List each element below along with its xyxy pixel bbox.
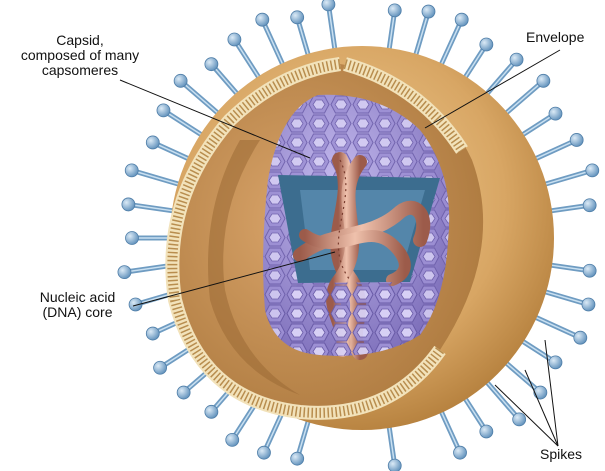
spike-knob [204, 57, 219, 72]
label-capsid-line-1: Capsid, [56, 32, 104, 48]
spike-knob [128, 297, 143, 312]
spike-knob [290, 10, 305, 25]
dna-strand-4 [299, 229, 411, 286]
spike-knob [257, 445, 271, 460]
spike-knob [585, 163, 600, 178]
dna-helix-lines [337, 159, 351, 281]
spike-knob [204, 404, 219, 419]
label-spikes: Spikes [540, 446, 583, 462]
label-capsid-line-2: composed of many [20, 47, 140, 63]
label-capsid-line-3: capsomeres [41, 62, 119, 78]
spike-knob [156, 103, 171, 118]
spike-knob [290, 451, 305, 466]
spike-highlight [529, 139, 577, 163]
label-nucleic-line-2: (DNA) core [42, 304, 113, 320]
leader-lines [119, 49, 561, 447]
leader-nucleic [132, 251, 336, 307]
spike-knob [582, 263, 597, 278]
spike-highlight [128, 203, 180, 213]
label-nucleic-acid: Nucleic acid (DNA) core [20, 290, 135, 320]
spike-knob [124, 163, 139, 178]
leader-envelope [424, 49, 561, 129]
spike-knob [582, 198, 597, 213]
spike-knob [533, 385, 548, 400]
leader-spikes-3 [544, 339, 559, 447]
spike-knob [387, 458, 402, 471]
spike-knob [581, 297, 596, 312]
label-envelope: Envelope [526, 29, 585, 45]
capsid-lower-face [278, 282, 424, 356]
spike-knob [548, 106, 563, 121]
spike-knob [569, 133, 584, 147]
spike-knob [387, 3, 402, 18]
spike-highlight [233, 39, 264, 84]
spike-highlight [529, 313, 581, 339]
leader-spikes-1 [494, 384, 559, 447]
spike-highlight [131, 169, 186, 187]
spike-knob [509, 52, 524, 67]
spike-knob [512, 412, 527, 427]
spike-highlight [180, 80, 224, 119]
spike-knob [536, 73, 551, 88]
spike-highlight [538, 169, 593, 187]
spike-knob [227, 32, 242, 47]
spike-highlight [500, 357, 541, 394]
spikes-group [117, 0, 600, 471]
spike-highlight [327, 4, 337, 56]
spike-knob [176, 385, 191, 400]
label-capsid: Capsid, composed of many capsomeres [10, 33, 150, 78]
interior-shadow [208, 140, 300, 395]
leader-spikes-2 [524, 369, 559, 447]
membrane-rim-right [343, 57, 468, 154]
spike-knob [145, 326, 160, 341]
spike-highlight [481, 376, 520, 420]
spike-knob [145, 135, 160, 150]
spike-highlight [163, 109, 208, 140]
spike-highlight [413, 11, 430, 62]
spike-knob [454, 12, 469, 27]
spike-highlight [437, 405, 461, 453]
membrane-rim-lines [167, 59, 445, 418]
spike-knob [453, 445, 467, 460]
spike-knob [479, 37, 494, 52]
spike-knob [573, 330, 588, 345]
spike-highlight [437, 19, 463, 71]
spike-knob [153, 360, 167, 375]
spike-knob [173, 73, 188, 88]
spike-knob [125, 231, 139, 245]
spike-highlight [500, 80, 544, 119]
spike-knob [225, 433, 240, 447]
spike-highlight [261, 19, 287, 71]
spike-knob [255, 12, 270, 27]
leader-capsid [119, 79, 311, 159]
spike-knob [548, 355, 563, 370]
spike-highlight [481, 59, 518, 100]
spike-knob [121, 197, 136, 212]
spike-highlight [538, 289, 589, 306]
spike-knob [479, 424, 494, 439]
label-nucleic-line-1: Nucleic acid [39, 289, 116, 305]
spike-knob [117, 265, 132, 280]
spike-knob [321, 0, 336, 12]
spike-knob [421, 4, 436, 19]
